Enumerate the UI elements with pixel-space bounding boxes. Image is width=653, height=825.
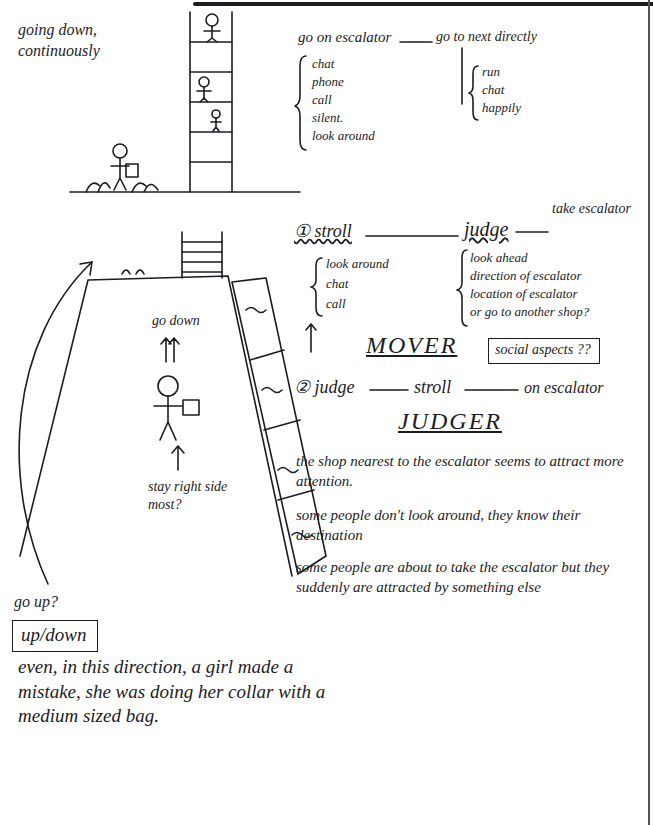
escalator-step <box>182 242 222 272</box>
handwritten-note: phone <box>312 74 344 91</box>
dash-line <box>465 389 518 391</box>
handwritten-note: judge <box>464 216 508 242</box>
dash-line <box>516 231 548 233</box>
person-head <box>113 144 127 158</box>
person-body <box>204 26 220 42</box>
box-text: social aspects ?? <box>495 341 593 359</box>
handwritten-note: MOVER <box>366 330 457 361</box>
handwritten-note: JUDGER <box>398 406 502 437</box>
panel-wave <box>246 308 312 538</box>
handwritten-note: look ahead <box>470 250 527 267</box>
person-head <box>212 110 220 118</box>
handwritten-note: go up? <box>14 592 58 613</box>
handwritten-note: go to next directly <box>436 28 537 46</box>
handwritten-note: run <box>482 64 500 81</box>
escalator-step <box>190 42 232 162</box>
dash-line <box>370 389 408 391</box>
person-body <box>197 87 211 102</box>
double-arrow <box>161 338 179 362</box>
bag <box>126 164 138 177</box>
handwritten-note: some people are about to take the escala… <box>296 558 641 597</box>
bracket <box>295 56 306 150</box>
handwritten-note: call <box>326 296 346 313</box>
bag <box>183 400 199 415</box>
handwritten-note: ① stroll <box>294 220 352 243</box>
handwritten-note: take escalator <box>552 200 640 218</box>
handwritten-note: direction of escalator <box>470 268 581 285</box>
handwritten-note: look around <box>326 256 389 273</box>
outlined-box: social aspects ?? <box>488 338 600 364</box>
page-edge <box>648 0 650 825</box>
person-head <box>199 77 209 87</box>
person-head <box>158 376 178 396</box>
arrow-up <box>172 446 184 470</box>
arrowhead <box>80 262 92 275</box>
handwritten-note: look around <box>312 128 375 145</box>
floor-outline <box>20 276 292 576</box>
floor-bump <box>86 183 110 192</box>
bracket <box>457 250 467 326</box>
floor-bump <box>132 183 158 192</box>
handwritten-note: stay right side most? <box>148 478 244 514</box>
handwritten-note: go on escalator <box>298 28 391 48</box>
handwritten-note: even, in this direction, a girl made a m… <box>18 655 333 729</box>
handwritten-note: ② judge <box>294 376 355 399</box>
handwritten-note: call <box>312 92 332 109</box>
head-marks <box>122 270 144 274</box>
handwritten-note: stroll <box>414 376 451 399</box>
handwritten-note: chat <box>312 56 334 73</box>
handwritten-note: going down, continuously <box>18 20 130 62</box>
escalator-rail <box>182 232 222 278</box>
handwritten-note: location of escalator <box>470 286 578 303</box>
bracket <box>469 66 478 120</box>
handwritten-note: chat <box>482 82 504 99</box>
person-body <box>211 118 221 131</box>
floor-line <box>70 191 300 193</box>
handwritten-note: chat <box>326 276 348 293</box>
box-text: up/down <box>21 623 89 647</box>
dash-line <box>461 48 463 104</box>
arrow-up <box>306 324 316 352</box>
person-body <box>154 396 182 440</box>
handwritten-note: on escalator <box>524 378 604 399</box>
handwritten-note: the shop nearest to the escalator seems … <box>296 452 641 491</box>
handwritten-note: silent. <box>312 110 343 127</box>
dash-line <box>400 41 432 43</box>
bracket <box>311 258 322 316</box>
outlined-box: up/down <box>12 620 98 652</box>
dash-line <box>366 235 458 237</box>
escalator-rail <box>190 12 232 192</box>
person-head <box>206 14 218 26</box>
page-edge <box>195 2 653 6</box>
handwritten-note: some people don't look around, they know… <box>296 506 641 545</box>
handwritten-note: or go to another shop? <box>470 304 589 321</box>
handwritten-note: go down <box>152 312 200 330</box>
handwritten-note: happily <box>482 100 521 117</box>
